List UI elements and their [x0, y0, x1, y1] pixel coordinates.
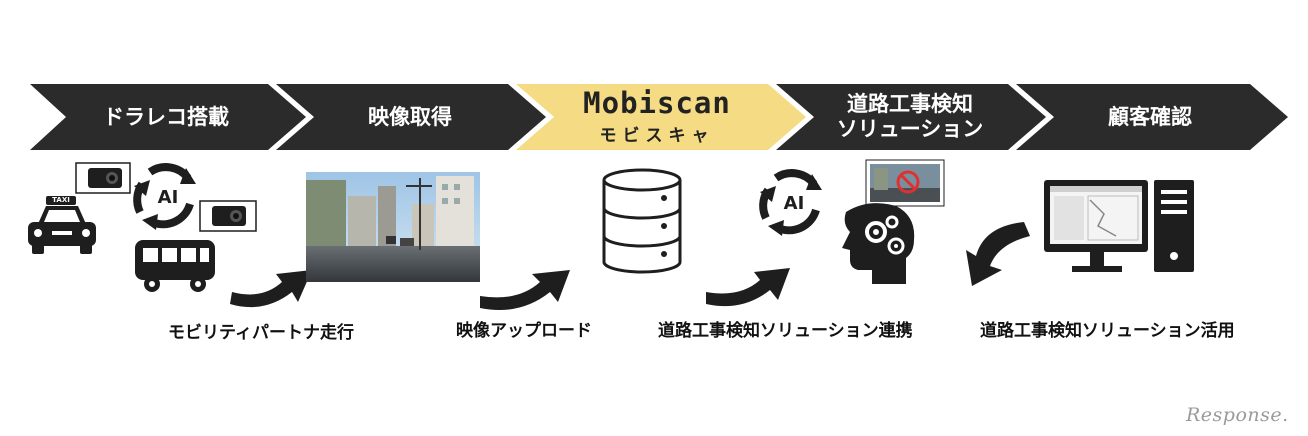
- flow-arrow-1: [230, 270, 312, 308]
- flow-arrow-3: [706, 268, 790, 307]
- chevron-step-4: [776, 84, 1046, 150]
- flow-arrow-4: [966, 222, 1030, 286]
- caption-drive: モビリティパートナ走行: [168, 323, 354, 343]
- chevron-step-5: [1016, 84, 1288, 150]
- taxi-sign: TAXI: [52, 196, 70, 204]
- ai-cycle-icon-1: [133, 163, 196, 230]
- flow-arrow-2: [480, 270, 570, 310]
- chevron-step-2: [276, 84, 546, 150]
- ai-label-1: AI: [157, 187, 179, 208]
- street-photo: [306, 172, 480, 282]
- chevron-step-1: [30, 84, 306, 150]
- ai-label-2: AI: [783, 193, 805, 214]
- monitor-icon: [1044, 180, 1148, 272]
- caption-use: 道路工事検知ソリューション活用: [980, 321, 1235, 341]
- detection-thumbnail: [865, 159, 945, 207]
- dashcam-icon-2: [199, 200, 257, 232]
- mobiscan-logo-sub: モビスキャ: [599, 126, 715, 146]
- caption-integrate: 道路工事検知ソリューション連携: [658, 321, 913, 341]
- chevron-step-3: [516, 84, 806, 150]
- database-icon: [602, 168, 682, 274]
- step-label-2: 映像取得: [368, 104, 452, 129]
- step-label-1: ドラレコ搭載: [103, 104, 229, 129]
- taxi-icon: [28, 196, 96, 254]
- caption-upload: 映像アップロード: [456, 321, 592, 341]
- step-label-4: 道路工事検知 ソリューション: [836, 92, 984, 141]
- pc-tower-icon: [1154, 180, 1194, 272]
- mobiscan-logo: Mobiscan: [583, 86, 731, 120]
- step-label-5: 顧客確認: [1108, 104, 1192, 129]
- response-watermark: Response.: [1186, 404, 1289, 426]
- brain-gears-icon: [842, 203, 915, 284]
- ai-cycle-icon-2: [759, 169, 822, 236]
- bus-icon: [135, 240, 215, 292]
- dashcam-icon-1: [75, 162, 131, 194]
